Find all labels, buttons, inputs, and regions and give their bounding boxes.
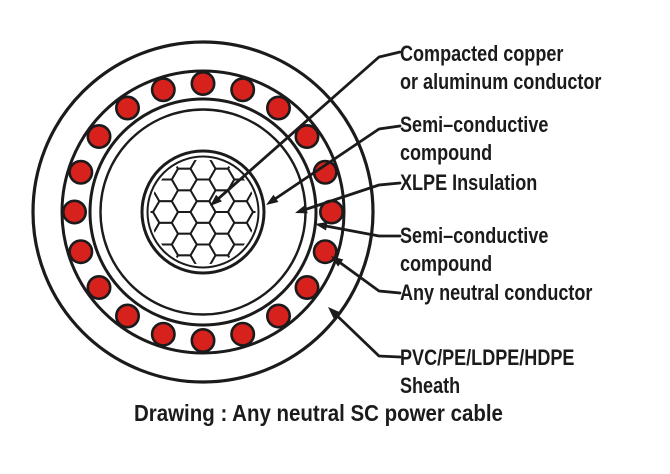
arrowhead [315,221,328,231]
neutral-conductor-dot [86,274,112,300]
neutral-conductor-dot [150,77,176,103]
sheath-outer-circle [31,40,375,384]
leader-line [216,50,402,201]
label-inner-semiconductive: Semi–conductive compound [400,112,549,165]
label-compacted-conductor: Compacted copper or aluminum conductor [400,41,602,94]
neutral-conductor-dot [86,124,112,150]
neutral-conductor-dot [150,321,176,347]
leader-line [303,181,402,211]
neutral-conductor-dot [68,239,94,265]
neutral-conductor-dot [265,303,291,329]
neutral-conductor-dot [61,199,87,225]
arrowhead [266,194,279,205]
leader-arrows [210,50,402,359]
neutral-conductor-dot [312,239,338,265]
outer-semicon-circle-b [99,108,307,316]
neutral-conductor-dot [230,77,256,103]
neutral-conductor-dot [190,327,216,353]
neutral-conductor-dot [115,95,141,121]
leader-line [338,261,402,295]
inner-semicon-circle-inner [146,155,260,269]
hexagon-strand [191,266,216,288]
inner-semicon-circles [140,149,266,275]
neutral-conductor-dot [68,159,94,185]
hexagon-strand [245,211,256,235]
neutral-conductor-dot [190,71,216,97]
arrowhead [328,307,340,319]
hexagon-strand [226,159,255,181]
arrowhead [295,205,308,214]
arrowhead [331,256,344,267]
neutral-conductor-dot [294,124,320,150]
leader-line [324,224,402,238]
label-outer-semiconductive: Semi–conductive compound [400,223,549,276]
leader-line [334,313,402,359]
sheath-inner-circle [60,69,346,355]
label-sheath: PVC/PE/LDPE/HDPE Sheath [400,345,575,398]
inner-semicon-circle-outer [140,149,266,275]
hexagon-strand [191,136,216,158]
outer-semicon-circle-a [88,97,318,327]
hexagon-strand [245,189,256,213]
label-neutral-conductor: Any neutral conductor [400,280,593,305]
conductor-strand-hexagons [150,136,256,288]
leader-line [273,124,402,201]
neutral-conductor-dot [265,95,291,121]
label-xlpe-insulation: XLPE Insulation [400,170,538,195]
hexagon-strand [226,243,255,265]
neutral-conductor-dot [115,303,141,329]
neutral-conductor-dot [230,321,256,347]
neutral-conductor-dot [294,274,320,300]
arrowhead [210,194,222,206]
drawing-caption: Drawing : Any neutral SC power cable [134,400,503,426]
